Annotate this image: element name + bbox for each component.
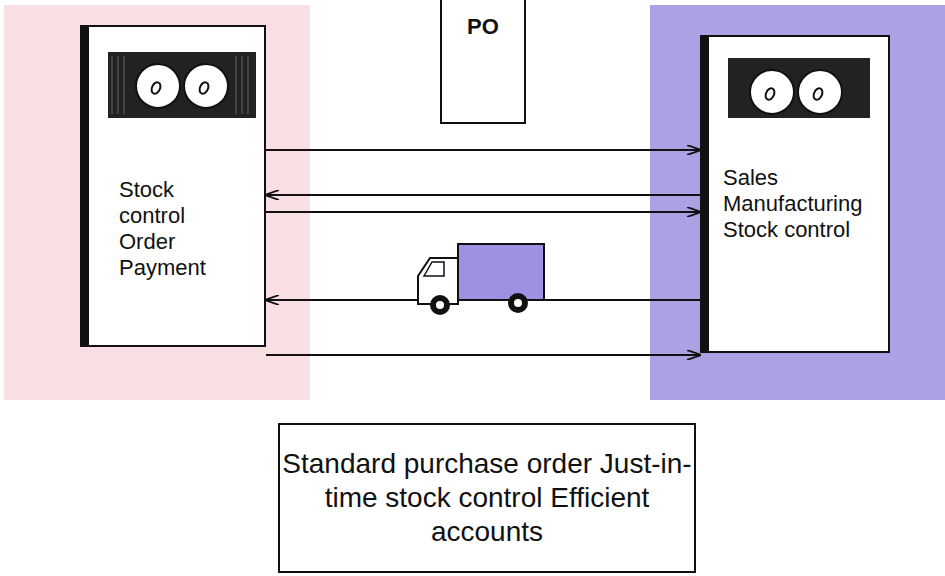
hatch-line xyxy=(242,56,243,114)
truck-wheel xyxy=(508,293,528,313)
wheel-hub xyxy=(436,301,444,309)
hatch-line xyxy=(118,56,119,114)
flow-arrow xyxy=(266,149,700,151)
tape-reel xyxy=(184,64,228,108)
hatch-line xyxy=(738,62,739,114)
flow-arrow xyxy=(266,194,700,196)
reel-hub xyxy=(198,81,210,95)
benefits-box: Standard purchase order Just-in-time sto… xyxy=(278,423,696,573)
purple-zone xyxy=(650,5,945,400)
truck-wheel xyxy=(430,295,450,315)
reel-hub xyxy=(812,87,824,101)
computer-cabinet: Stock control Order Payment xyxy=(80,25,266,347)
flow-arrow xyxy=(266,299,700,301)
hatch-line xyxy=(248,56,249,114)
wheel-hub xyxy=(514,299,522,307)
tape-reel xyxy=(798,70,842,114)
computer-cabinet: Sales Manufacturing Stock control xyxy=(700,35,890,353)
truck-cab xyxy=(418,258,458,304)
node-text: Stock control Order Payment xyxy=(119,177,237,281)
hatch-line xyxy=(124,56,125,114)
reel-hub xyxy=(764,87,776,101)
truck-window xyxy=(424,262,444,276)
hatch-line xyxy=(864,62,865,114)
tape-panel xyxy=(108,52,256,118)
purchase-order-document: PO xyxy=(440,0,526,124)
reel-hub xyxy=(150,81,162,95)
hatch-line xyxy=(112,56,113,114)
delivery-truck xyxy=(418,244,544,315)
flow-arrow xyxy=(266,354,700,356)
tape-panel xyxy=(728,58,870,118)
node-text: Sales Manufacturing Stock control xyxy=(723,165,899,243)
node-text: PO xyxy=(442,14,524,40)
panel-hatching xyxy=(112,56,864,114)
tape-reel xyxy=(136,64,180,108)
pink-zone xyxy=(4,5,310,400)
hatch-line xyxy=(744,62,745,114)
truck-body xyxy=(458,244,544,300)
hatch-line xyxy=(732,62,733,114)
node-text: Standard purchase order Just-in-time sto… xyxy=(280,447,694,549)
hatch-line xyxy=(858,62,859,114)
hatch-line xyxy=(236,56,237,114)
tape-reel xyxy=(750,70,794,114)
flow-arrow xyxy=(266,211,700,213)
hatch-line xyxy=(852,62,853,114)
